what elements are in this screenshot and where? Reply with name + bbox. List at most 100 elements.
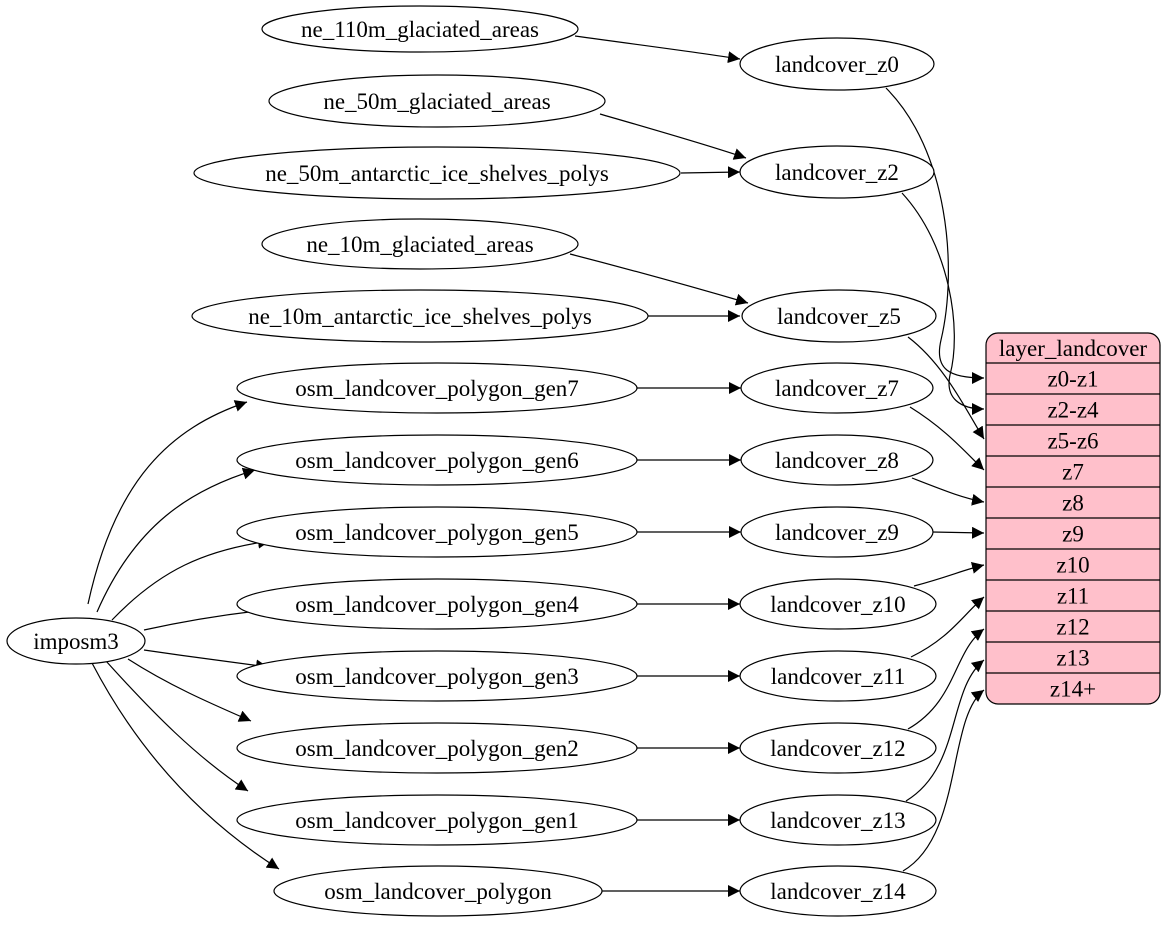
node-landcover-z13-shape [739,794,937,846]
node-ne-50m-antarctic-ice-shelves-polys-shape [193,146,681,200]
node-osm-landcover-polygon-gen5-shape [236,506,638,558]
edge-imposm3-to-osm_landcover_polygon_gen2 [127,658,252,722]
node-osm-landcover-polygon-gen4: osm_landcover_polygon_gen4 [236,578,638,630]
node-ne-10m-antarctic-ice-shelves-polys-label: ne_10m_antarctic_ice_shelves_polys [248,304,592,329]
node-landcover-z11-label: landcover_z11 [771,664,906,689]
node-landcover-z7: landcover_z7 [740,362,934,414]
edge-landcover_z13-to-row-z13 [905,659,985,802]
node-landcover-z2-shape [739,145,935,199]
record-row-z10: z10 [1056,553,1089,578]
node-ne-110m-glaciated-areas: ne_110m_glaciated_areas [261,5,579,53]
record-row-z12: z12 [1056,615,1089,640]
node-osm-landcover-polygon-gen1: osm_landcover_polygon_gen1 [236,794,638,846]
node-ne-50m-glaciated-areas: ne_50m_glaciated_areas [268,74,606,128]
node-osm-landcover-polygon-gen3-label: osm_landcover_polygon_gen3 [295,664,579,689]
node-ne-50m-glaciated-areas-shape [268,74,606,128]
node-landcover-z0-label: landcover_z0 [775,52,899,77]
edge-imposm3-to-osm_landcover_polygon_gen3 [143,649,269,672]
edge-ne_110m_glaciated_areas-to-landcover_z0 [574,35,741,64]
node-landcover-z5-label: landcover_z5 [777,304,901,329]
node-ne-10m-glaciated-areas-shape [261,218,579,270]
node-osm-landcover-polygon-gen7: osm_landcover_polygon_gen7 [236,362,638,414]
node-landcover-z11: landcover_z11 [739,650,937,702]
node-ne-110m-glaciated-areas-shape [261,5,579,53]
node-osm-landcover-polygon-label: osm_landcover_polygon [324,879,552,904]
edge-landcover_z10-to-row-z10 [913,561,985,587]
edge-landcover_z9-to-row-z9 [931,526,985,539]
node-ne-110m-glaciated-areas-label: ne_110m_glaciated_areas [301,17,539,42]
node-ne-10m-antarctic-ice-shelves-polys: ne_10m_antarctic_ice_shelves_polys [191,289,649,343]
node-landcover-z14-label: landcover_z14 [770,879,906,904]
edge-imposm3-to-osm_landcover_polygon_gen6 [96,467,256,613]
node-osm-landcover-polygon-gen2-label: osm_landcover_polygon_gen2 [295,736,579,761]
node-landcover-z13: landcover_z13 [739,794,937,846]
node-osm-landcover-polygon-gen6-shape [236,434,638,486]
node-landcover-z5-shape [741,289,937,343]
edge-imposm3-to-osm_landcover_polygon_gen7 [87,400,248,605]
node-landcover-z2: landcover_z2 [739,145,935,199]
node-ne-10m-glaciated-areas-label: ne_10m_glaciated_areas [306,232,533,257]
edge-landcover_z2-to-row-z2-z4 [901,192,985,415]
node-ne-10m-antarctic-ice-shelves-polys-shape [191,289,649,343]
node-imposm3-shape [6,617,146,665]
edge-landcover_z8-to-row-z8 [911,477,985,506]
node-landcover-z7-label: landcover_z7 [775,376,899,401]
edge-imposm3-to-osm_landcover_polygon_gen1 [105,660,249,792]
node-ne-10m-glaciated-areas: ne_10m_glaciated_areas [261,218,579,270]
record-row-z13: z13 [1056,646,1089,671]
node-osm-landcover-polygon-gen7-label: osm_landcover_polygon_gen7 [295,376,579,401]
node-imposm3: imposm3 [6,617,146,665]
node-landcover-z9-label: landcover_z9 [775,520,899,545]
node-landcover-z9-shape [740,506,934,558]
node-imposm3-label: imposm3 [33,629,119,654]
node-landcover-z2-label: landcover_z2 [775,160,899,185]
node-landcover-z10: landcover_z10 [739,578,937,630]
node-osm-landcover-polygon: osm_landcover_polygon [273,865,603,917]
node-landcover-z0: landcover_z0 [739,37,935,91]
node-osm-landcover-polygon-gen4-label: osm_landcover_polygon_gen4 [295,592,579,617]
node-landcover-z10-shape [739,578,937,630]
edge-landcover_z12-to-row-z12 [907,628,985,730]
record-row-z14plus: z14+ [1050,677,1096,702]
node-ne-50m-antarctic-ice-shelves-polys-label: ne_50m_antarctic_ice_shelves_polys [265,161,609,186]
record-row-z2-z4: z2-z4 [1047,398,1099,423]
node-osm-landcover-polygon-gen6: osm_landcover_polygon_gen6 [236,434,638,486]
record-row-z0-z1: z0-z1 [1047,367,1098,392]
node-osm-landcover-polygon-gen5: osm_landcover_polygon_gen5 [236,506,638,558]
edge-ne_50m_glaciated_areas-to-landcover_z2 [599,113,747,160]
edge-landcover_z14-to-row-z14plus [902,689,985,872]
node-landcover-z5: landcover_z5 [741,289,937,343]
record-row-z7: z7 [1062,460,1084,485]
node-landcover-z14: landcover_z14 [739,865,937,917]
node-landcover-z9: landcover_z9 [740,506,934,558]
edge-group [87,35,985,897]
node-landcover-z11-shape [739,650,937,702]
node-landcover-z12: landcover_z12 [739,722,937,774]
record-row-z11: z11 [1057,584,1089,609]
edge-landcover_z7-to-row-z7 [909,406,985,471]
edge-landcover_z11-to-row-z11 [910,596,985,658]
node-landcover-z12-label: landcover_z12 [770,736,905,761]
node-landcover-z13-label: landcover_z13 [770,808,905,833]
node-landcover-z8: landcover_z8 [740,434,934,486]
record-row-z5-z6: z5-z6 [1047,429,1098,454]
node-landcover-z8-label: landcover_z8 [775,448,899,473]
edge-imposm3-to-osm_landcover_polygon_gen5 [111,536,271,621]
record-row-z8: z8 [1062,491,1084,516]
node-osm-landcover-polygon-gen4-shape [236,578,638,630]
node-osm-landcover-polygon-gen6-label: osm_landcover_polygon_gen6 [295,448,579,473]
edge-ne_10m_glaciated_areas-to-landcover_z5 [569,253,749,306]
node-osm-landcover-polygon-gen5-label: osm_landcover_polygon_gen5 [295,520,579,545]
layer-landcover-record: layer_landcover z0-z1 z2-z4 z5-z6 z7 z8 … [985,332,1161,705]
node-osm-landcover-polygon-gen3-shape [236,650,638,702]
node-landcover-z14-shape [739,865,937,917]
node-landcover-z8-shape [740,434,934,486]
node-osm-landcover-polygon-gen7-shape [236,362,638,414]
node-ne-50m-antarctic-ice-shelves-polys: ne_50m_antarctic_ice_shelves_polys [193,146,681,200]
node-landcover-z0-shape [739,37,935,91]
node-osm-landcover-polygon-gen1-shape [236,794,638,846]
node-group: imposm3 ne_110m_glaciated_areas ne_50m_g… [6,5,937,917]
edge-landcover_z0-to-row-z0-z1 [885,87,985,384]
